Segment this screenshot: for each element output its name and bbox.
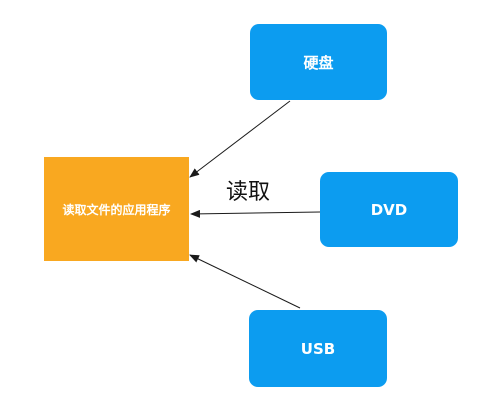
disk-node: 硬盘 (250, 24, 387, 100)
disk-node-label: 硬盘 (303, 53, 334, 72)
usb-node: USB (249, 310, 387, 387)
app-node-label: 读取文件的应用程序 (62, 202, 171, 217)
usb-node-label: USB (300, 339, 336, 358)
dvd-node-label: DVD (370, 200, 408, 219)
edge-disk-to-app (189, 100, 291, 178)
edge-usb-to-app (189, 254, 301, 309)
edge-dvd-to-app (190, 209, 321, 218)
app-node: 读取文件的应用程序 (44, 157, 189, 261)
dvd-node: DVD (320, 172, 458, 247)
read-edge-label: 读取 (226, 180, 271, 205)
